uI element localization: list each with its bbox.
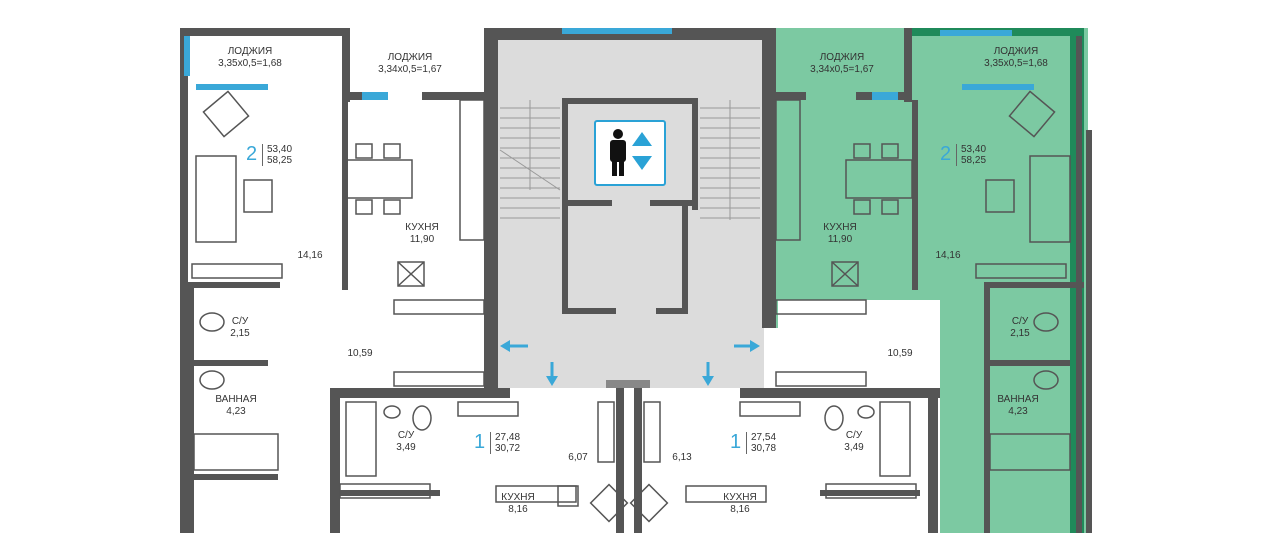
windows [184,30,1034,100]
small-right-kitchen-area: 8,16 [730,504,750,515]
loggia-c-title: ЛОДЖИЯ [819,52,865,63]
small-right-room-area: 6,13 [672,452,692,463]
right-hall-area: 10,59 [887,348,913,359]
loggia-b-title: ЛОДЖИЯ [387,52,433,63]
small-left-wc-title: С/У [397,430,415,441]
loggia-d-dims: 3,35х0,5=1,68 [984,58,1048,69]
left-wc-title: С/У [231,316,249,327]
left-kitchen-title: КУХНЯ [405,222,439,233]
left-kitchen-area: 11,90 [409,234,435,245]
rooms-count: 1 [474,431,486,453]
loggia-b-dims: 3,34х0,5=1,67 [378,64,442,75]
loggia-a-title: ЛОДЖИЯ [227,46,273,57]
small-left-kitchen-title: КУХНЯ [501,492,535,503]
rooms-count: 1 [730,431,742,453]
right-wc-area: 2,15 [1010,328,1030,339]
left-bath-area: 4,23 [226,406,246,417]
rooms-count: 2 [246,143,258,165]
right-kitchen-title: КУХНЯ [823,222,857,233]
right-kitchen-area: 11,90 [827,234,853,245]
furniture [191,90,1071,523]
small-right-wc-area: 3,49 [844,442,864,453]
walls [180,28,1092,533]
small-left-room-area: 6,07 [568,452,588,463]
stair-core [484,28,776,388]
loggia-a-dims: 3,35х0,5=1,68 [218,58,282,69]
left-living-area: 14,16 [297,250,323,261]
rooms-count: 2 [940,143,952,165]
right-bath-title: ВАННАЯ [997,394,1039,405]
right-bath-area: 4,23 [1008,406,1028,417]
left-wc-area: 2,15 [230,328,250,339]
entry-arrows [500,340,760,386]
small-left-wc-area: 3,49 [396,442,416,453]
elevator-icon [594,120,666,186]
small-right-wc-title: С/У [845,430,863,441]
small-right-kitchen-title: КУХНЯ [723,492,757,503]
right-living-area: 14,16 [935,250,961,261]
loggia-c-dims: 3,34х0,5=1,67 [810,64,874,75]
highlighted-apartment[interactable] [762,28,1088,533]
right-wc-title: С/У [1011,316,1029,327]
loggia-d-title: ЛОДЖИЯ [993,46,1039,57]
small-left-kitchen-area: 8,16 [508,504,528,515]
left-hall-area: 10,59 [347,348,373,359]
left-bath-title: ВАННАЯ [215,394,257,405]
